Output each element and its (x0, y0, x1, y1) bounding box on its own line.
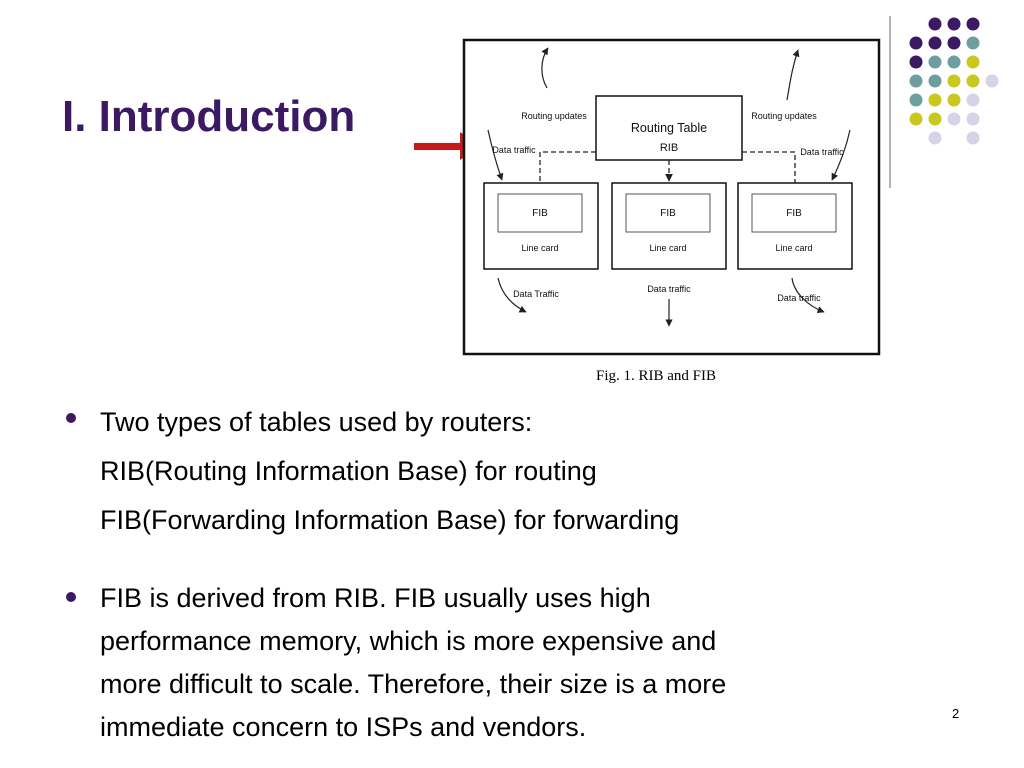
bullet-dot-icon (66, 413, 76, 423)
line-card-label-3: Line card (775, 243, 812, 253)
bullet-item: FIB is derived from RIB. FIB usually use… (62, 577, 922, 749)
decorative-dot (947, 74, 961, 88)
decorative-dot (947, 36, 961, 50)
out-traffic-mid-label: Data traffic (647, 284, 691, 294)
bullet-line: immediate concern to ISPs and vendors. (100, 712, 587, 742)
bullet-line: performance memory, which is more expens… (100, 626, 717, 656)
decorative-dot (947, 112, 961, 126)
dashed-link-left (536, 151, 596, 192)
out-traffic-right-label: Data traffic (777, 293, 821, 303)
out-traffic-left-label: Data Traffic (513, 289, 559, 299)
rib-fib-figure: Routing Table RIB Routing updates Routin… (462, 38, 881, 356)
data-traffic-left-label: Data traffic (492, 145, 536, 155)
dashed-link-right (742, 151, 799, 192)
routing-updates-left-arrow (541, 47, 549, 89)
fib-box-1 (497, 193, 583, 233)
decorative-dot (928, 112, 942, 126)
fib-label-1: FIB (532, 208, 548, 219)
routing-updates-right-label: Routing updates (751, 111, 817, 121)
routing-table-title: Routing Table (631, 121, 707, 135)
fib-box-2 (625, 193, 711, 233)
fib-label-3: FIB (786, 208, 802, 219)
decorative-dot (966, 131, 980, 145)
decorative-dot (966, 74, 980, 88)
decorative-dot (909, 93, 923, 107)
fib-box-3 (751, 193, 837, 233)
decorative-dot (928, 17, 942, 31)
data-traffic-right-arrow (831, 129, 851, 181)
decorative-dot (966, 55, 980, 69)
decorative-dot (966, 93, 980, 107)
decorative-dot (966, 17, 980, 31)
line-card-label-2: Line card (649, 243, 686, 253)
decorative-dot (928, 131, 942, 145)
out-traffic-left-arrow (497, 277, 527, 313)
decorative-dot (928, 74, 942, 88)
decorative-dot (966, 36, 980, 50)
decorative-dot (947, 17, 961, 31)
routing-table-sub: RIB (660, 142, 678, 154)
decorative-dot-grid (889, 16, 999, 188)
data-traffic-right-label: Data traffic (800, 147, 844, 157)
decorative-dot (928, 36, 942, 50)
decorative-dot (928, 93, 942, 107)
bullet-item: Two types of tables used by routers: RIB… (62, 398, 922, 545)
data-traffic-left-arrow (487, 129, 504, 181)
out-traffic-right-arrow (791, 277, 825, 314)
decorative-dot (928, 55, 942, 69)
decorative-dot (909, 36, 923, 50)
bullet-list: Two types of tables used by routers: RIB… (62, 398, 922, 749)
bullet-line: FIB is derived from RIB. FIB usually use… (100, 583, 651, 613)
routing-updates-right-arrow (786, 49, 800, 101)
decorative-dot (985, 74, 999, 88)
decorative-dot (966, 112, 980, 126)
routing-updates-left-label: Routing updates (521, 111, 587, 121)
routing-table-box (595, 95, 743, 161)
bullet-line: Two types of tables used by routers: (100, 407, 533, 437)
figure-caption: Fig. 1. RIB and FIB (596, 368, 717, 384)
bullet-line: more difficult to scale. Therefore, thei… (100, 669, 727, 699)
bullet-line: RIB(Routing Information Base) for routin… (100, 456, 597, 486)
bullet-line: FIB(Forwarding Information Base) for for… (100, 505, 680, 535)
decorative-dot (947, 93, 961, 107)
decorative-dot (947, 55, 961, 69)
decorative-dot (909, 55, 923, 69)
fib-label-2: FIB (660, 208, 676, 219)
slide-title: I. Introduction (62, 92, 356, 141)
line-card-label-1: Line card (521, 243, 558, 253)
bullet-dot-icon (66, 592, 76, 602)
decorative-dot (909, 112, 923, 126)
decorative-dot (909, 74, 923, 88)
page-number: 2 (952, 706, 960, 721)
